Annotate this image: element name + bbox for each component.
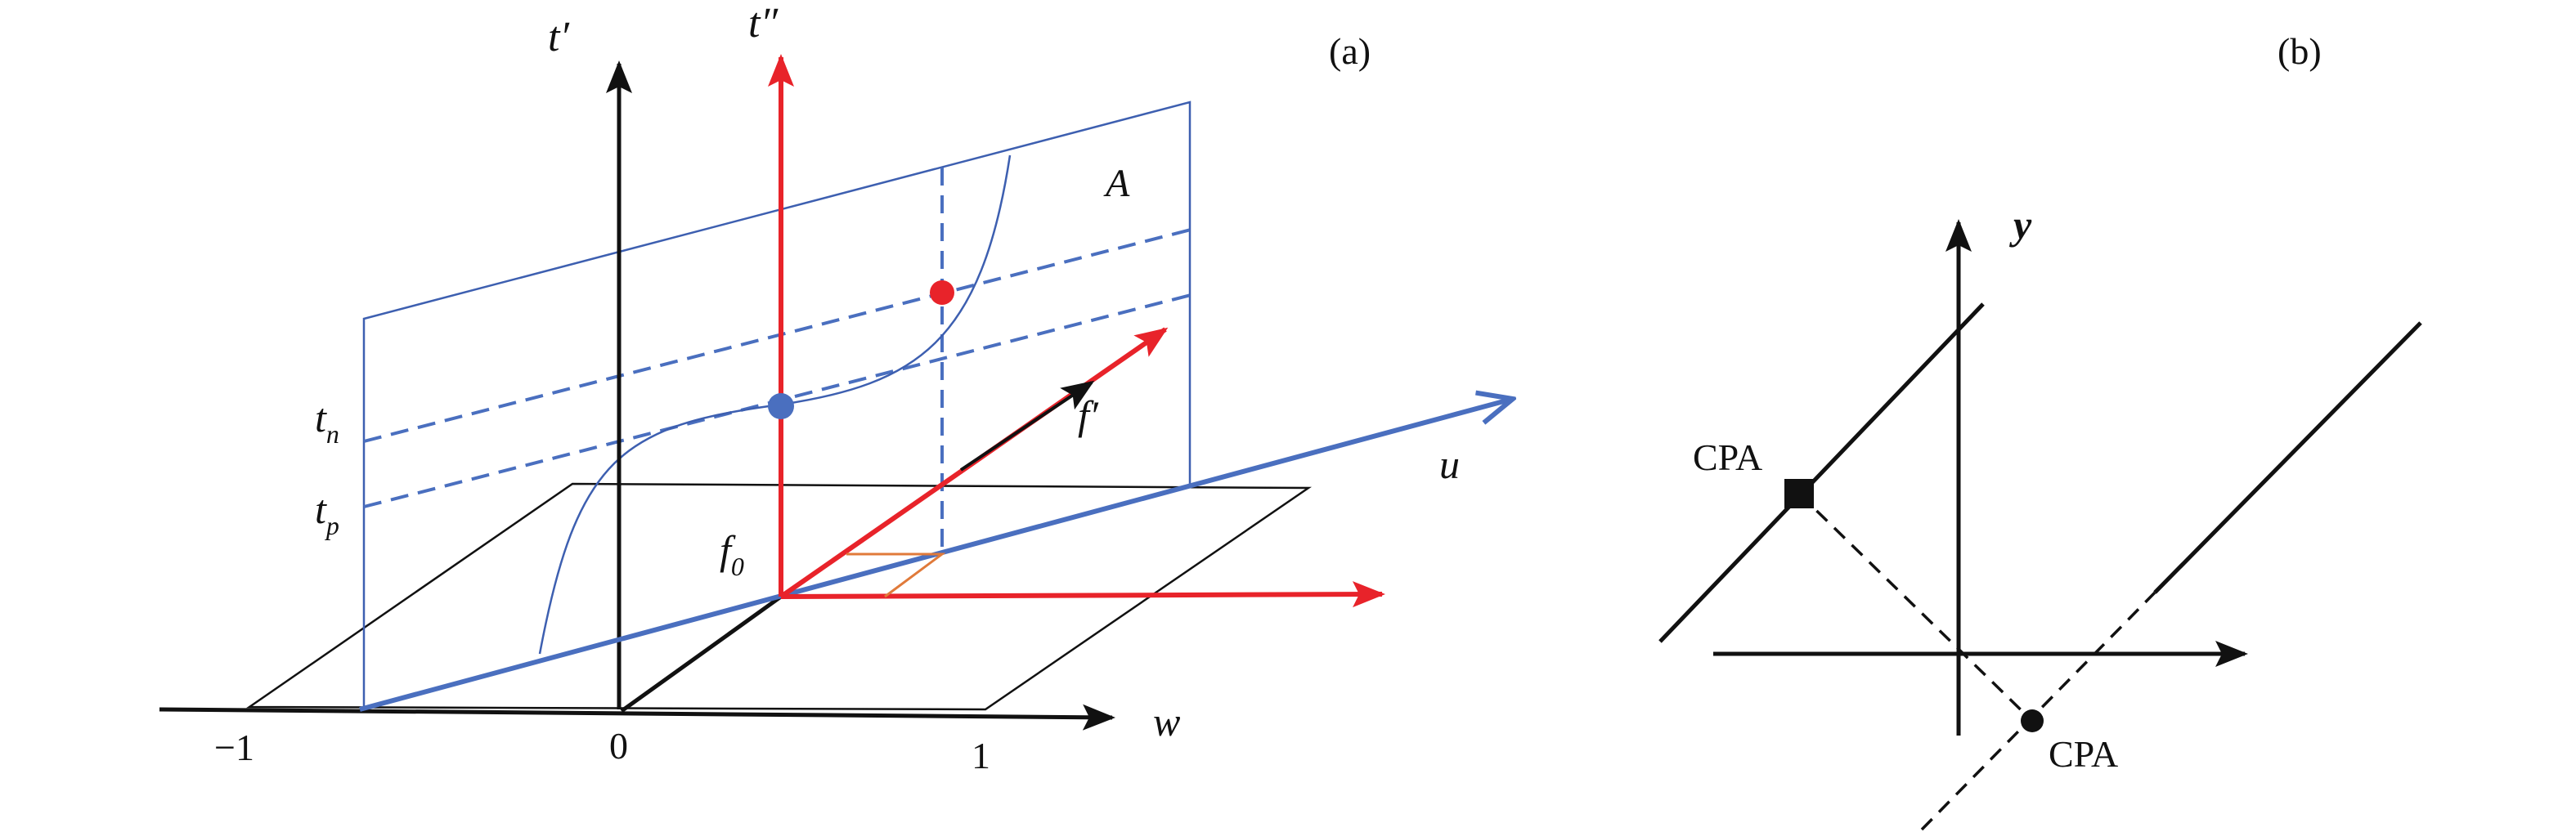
panel-b-label: (b) xyxy=(2278,30,2322,72)
tn-label: tn xyxy=(315,395,339,449)
w-axis xyxy=(159,704,1115,731)
right-angle-marker xyxy=(846,552,946,598)
panel-a: (a) t′ t″ w u −1 0 1 A tn tp f0 f′ xyxy=(159,0,1513,776)
f0-label: f0 xyxy=(720,527,744,581)
red-horizontal-axis xyxy=(780,581,1385,608)
ground-plane xyxy=(246,482,1312,711)
panel-b: (b) y CPA CPA xyxy=(1658,30,2422,831)
f-prime-vector xyxy=(959,380,1095,472)
tp-label: tp xyxy=(315,486,339,540)
red-point xyxy=(930,280,954,305)
lower-right-line-solid xyxy=(2153,321,2422,594)
upper-left-line xyxy=(1658,302,1985,643)
tick-zero: 0 xyxy=(609,725,628,767)
w-label: w xyxy=(1153,699,1180,745)
lower-right-line-dashed xyxy=(1920,591,2156,831)
y-label: y xyxy=(2009,202,2032,248)
blue-point xyxy=(768,393,794,419)
plane-a-label: A xyxy=(1103,162,1130,205)
cpa-square-marker xyxy=(1784,479,1814,508)
cpa-circle-marker xyxy=(2021,709,2044,732)
t-prime-label: t′ xyxy=(548,14,570,60)
cpa-label-upper: CPA xyxy=(1693,436,1762,478)
tick-one: 1 xyxy=(972,735,990,776)
f-prime-label: f′ xyxy=(1078,392,1099,438)
cpa-connector xyxy=(1797,492,2034,722)
cpa-label-lower: CPA xyxy=(2049,733,2118,775)
panel-a-label: (a) xyxy=(1329,30,1371,72)
t-double-prime-label: t″ xyxy=(748,0,779,47)
tick-minus-one: −1 xyxy=(214,727,254,768)
origin-diagonal xyxy=(620,594,783,713)
u-label: u xyxy=(1439,441,1460,487)
